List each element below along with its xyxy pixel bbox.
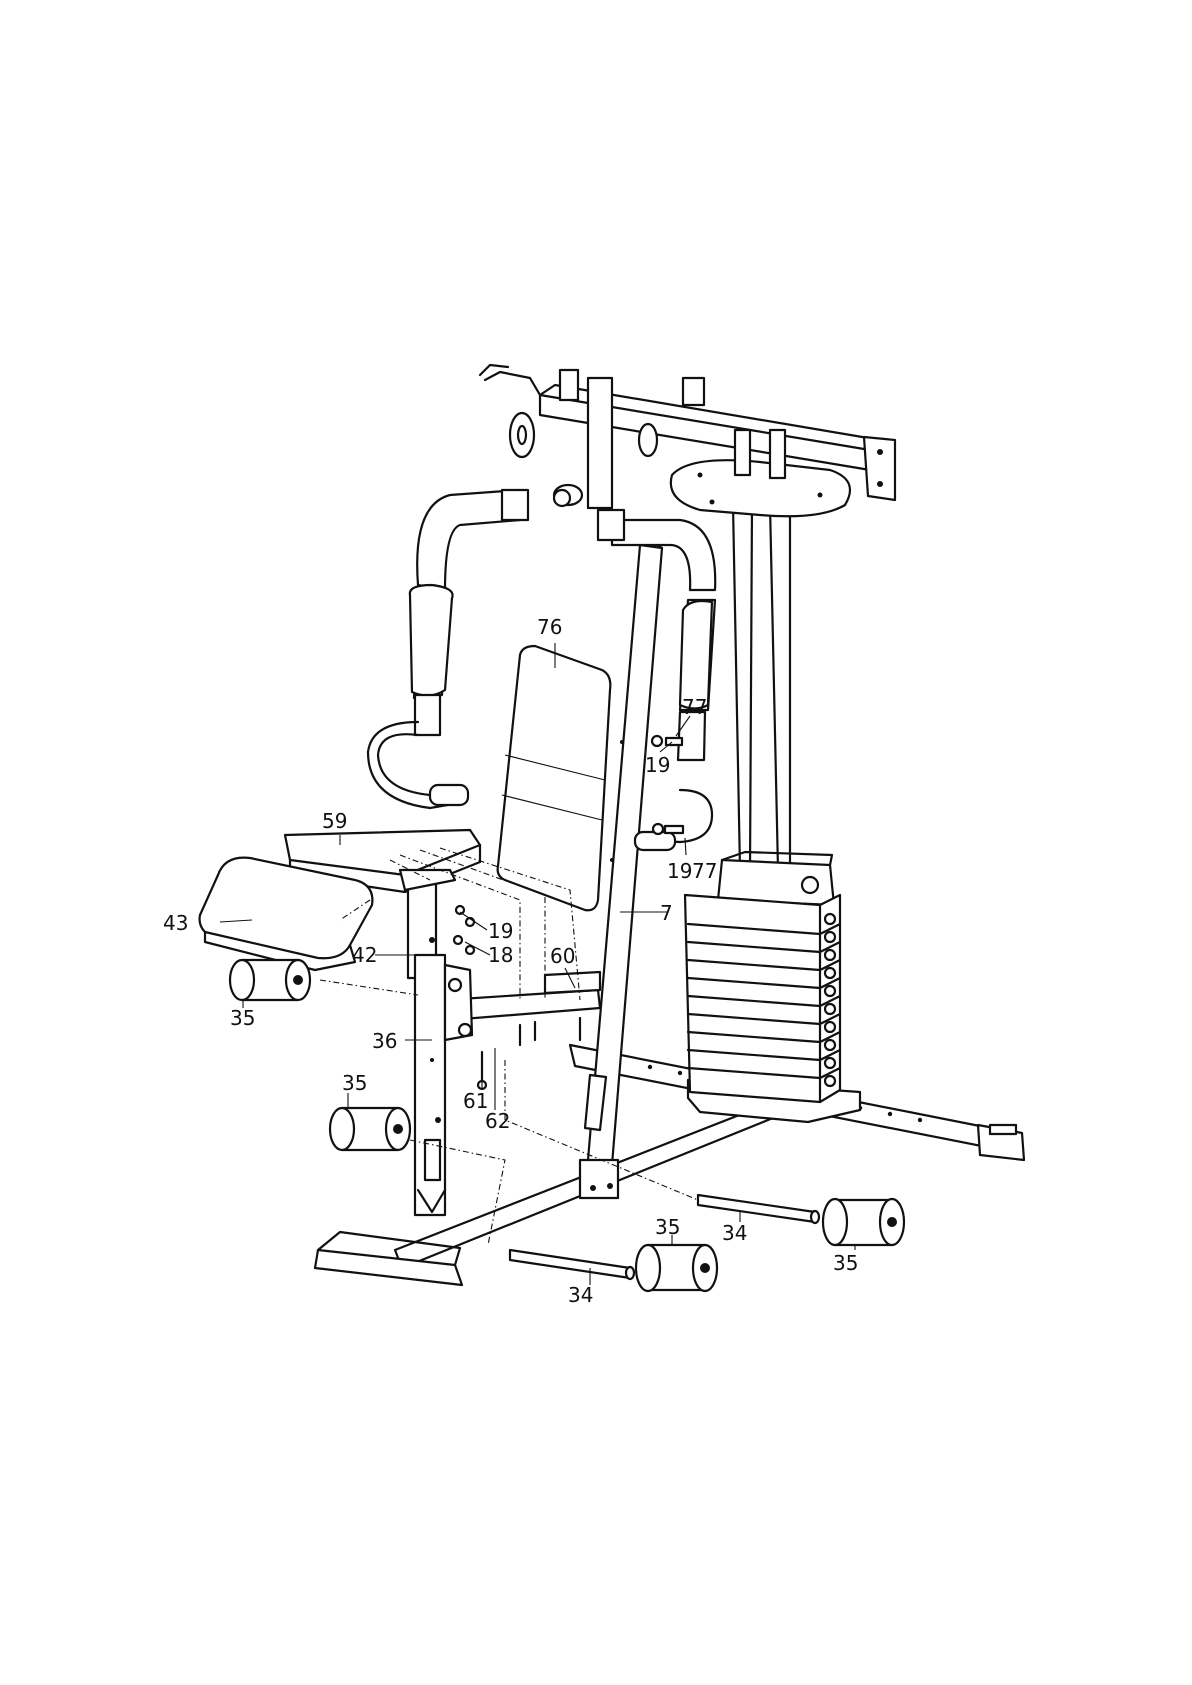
plate-pin-hole — [825, 1058, 835, 1068]
callout-19-mid: 19 — [667, 859, 692, 883]
callout-77-lower: 77 — [692, 859, 717, 883]
callout-43: 43 — [163, 911, 188, 935]
callout-7: 7 — [660, 901, 673, 925]
callout-77-upper: 77 — [682, 695, 707, 719]
callout-42: 42 — [352, 943, 377, 967]
preacher-pad — [200, 858, 373, 970]
bolt-77-lower — [665, 826, 683, 833]
upper-center-pulley — [639, 424, 657, 456]
callout-60: 60 — [550, 944, 575, 968]
callout-35-bottom-right: 35 — [833, 1251, 858, 1275]
plate-pin-hole — [825, 1022, 835, 1032]
callout-19-seat: 19 — [488, 919, 513, 943]
plate-pin-hole — [825, 968, 835, 978]
callout-36: 36 — [372, 1029, 397, 1053]
plate-pin-hole — [825, 1040, 835, 1050]
bolt-77-upper — [666, 738, 682, 745]
callout-76: 76 — [537, 615, 562, 639]
weight-stack — [685, 852, 860, 1122]
rear-foot-cap — [990, 1125, 1016, 1134]
callout-62: 62 — [485, 1109, 510, 1133]
plate-pin-hole — [825, 1076, 835, 1086]
arm-pivot-bracket-right — [598, 510, 624, 540]
seat-post — [400, 870, 455, 1215]
column-base-bracket — [580, 1160, 618, 1198]
plate-pin-hole — [825, 1004, 835, 1014]
seat-bracket — [445, 965, 600, 1040]
plate-pin-hole — [825, 932, 835, 942]
callout-34-right: 34 — [722, 1221, 747, 1245]
callout-18: 18 — [488, 943, 513, 967]
callout-35-upper: 35 — [230, 1006, 255, 1030]
callout-35-middle: 35 — [342, 1071, 367, 1095]
callout-35-bottom-center: 35 — [655, 1215, 680, 1239]
top-frame — [480, 365, 895, 516]
callout-19-upper: 19 — [645, 753, 670, 777]
callout-34-left: 34 — [568, 1283, 593, 1307]
left-handle-grip — [430, 785, 468, 805]
guide-rods — [733, 505, 790, 870]
upper-left-pulley — [510, 413, 534, 457]
callout-59: 59 — [322, 809, 347, 833]
plate-pin-hole — [825, 950, 835, 960]
back-pad — [498, 646, 611, 910]
plate-pin-hole — [825, 914, 835, 924]
right-handle-grip — [635, 832, 675, 850]
plate-pin-hole — [825, 986, 835, 996]
arm-pivot-bracket-left — [502, 490, 528, 520]
